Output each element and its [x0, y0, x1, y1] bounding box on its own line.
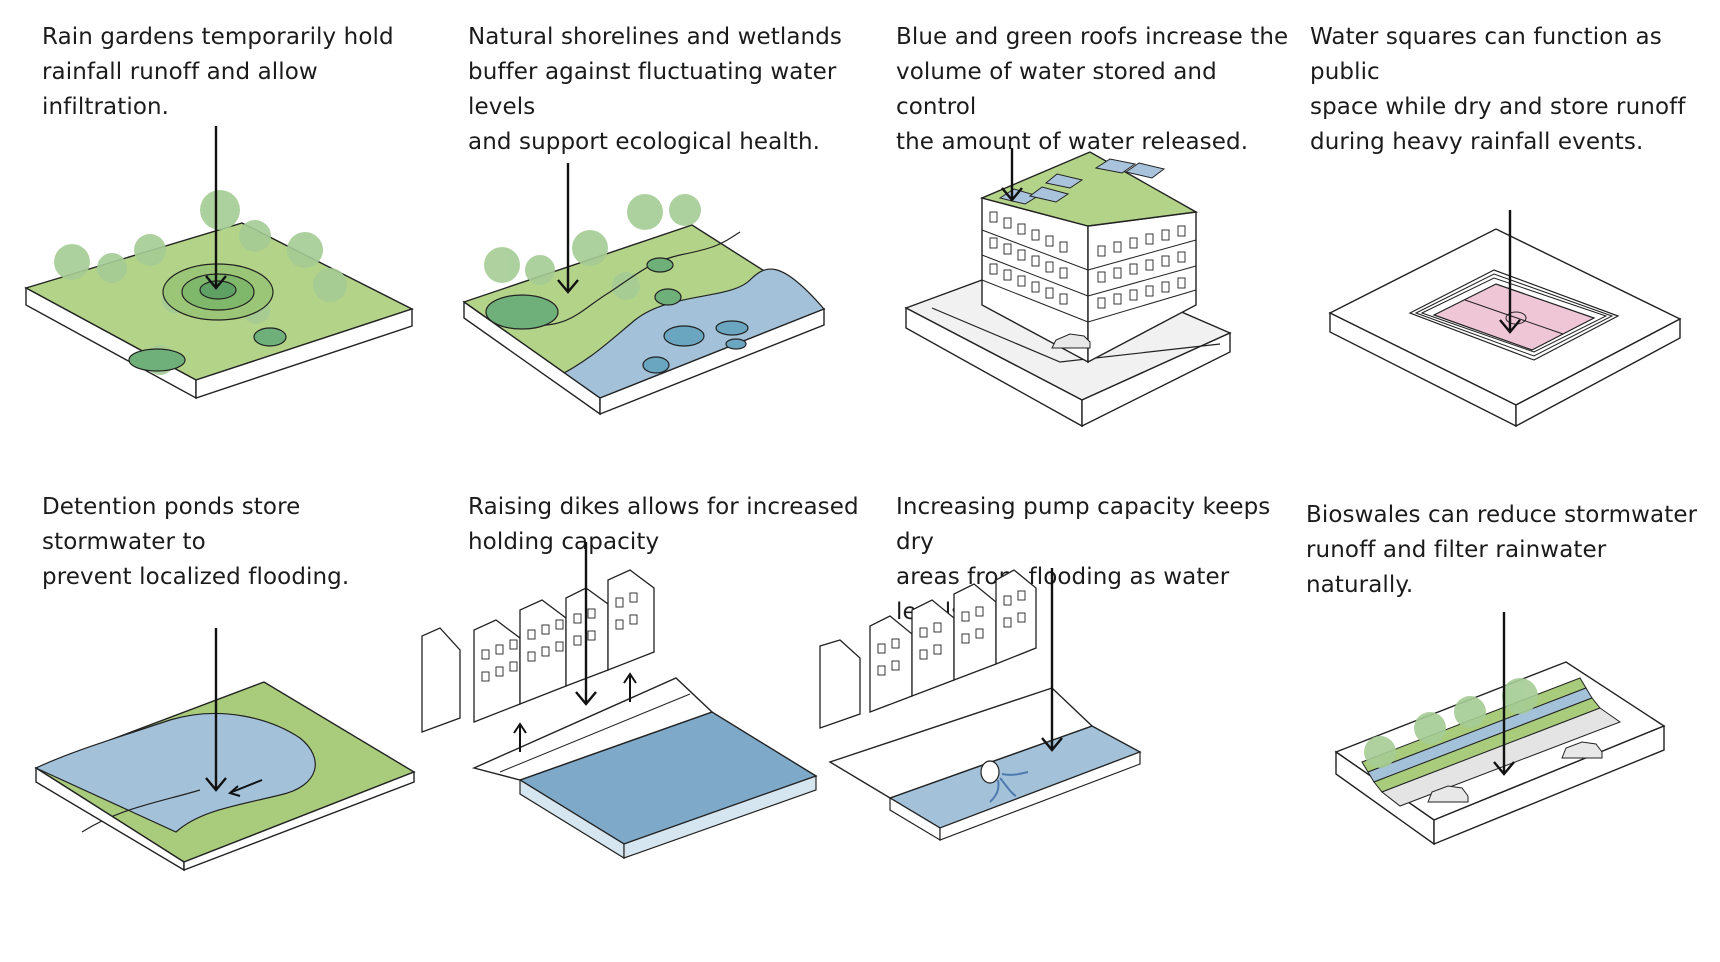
panel-raising-dikes: Raising dikes allows for increased holdi… [421, 490, 860, 962]
caption-blue-green-roofs: Blue and green roofs increase the volume… [896, 24, 1289, 155]
panel-blue-green-roofs: Blue and green roofs increase the volume… [860, 0, 1290, 440]
caption-bioswales: Bioswales can reduce stormwater runoff a… [1306, 502, 1698, 598]
dike-illustration [421, 542, 818, 860]
caption-pump-capacity: Increasing pump capacity keeps dry areas… [896, 494, 1271, 660]
panel-detention-ponds: Detention ponds store stormwater to prev… [0, 490, 430, 962]
rain-garden-illustration [24, 126, 414, 400]
tree-icon [1364, 678, 1538, 768]
caption-natural-shorelines: Natural shorelines and wetlands buffer a… [468, 24, 842, 155]
water-square-illustration [1328, 210, 1682, 428]
caption-water-squares: Water squares can function as public spa… [1310, 24, 1686, 155]
pump-illustration [819, 568, 1142, 842]
tree-icon [484, 194, 701, 300]
shoreline-illustration [462, 163, 826, 416]
panel-natural-shorelines: Natural shorelines and wetlands buffer a… [430, 0, 860, 440]
pipe-icon [980, 760, 1000, 784]
panel-pump-capacity: Increasing pump capacity keeps dry areas… [819, 490, 1290, 962]
bioswale-illustration [1334, 612, 1666, 846]
roof-building-illustration [904, 148, 1232, 428]
panel-rain-gardens: Rain gardens temporarily hold rainfall r… [0, 0, 430, 440]
car-icon [1427, 741, 1603, 803]
caption-raising-dikes: Raising dikes allows for increased holdi… [468, 494, 859, 555]
caption-rain-gardens: Rain gardens temporarily hold rainfall r… [42, 24, 394, 120]
detention-pond-illustration [34, 628, 416, 872]
panel-bioswales: Bioswales can reduce stormwater runoff a… [1290, 490, 1720, 962]
panel-water-squares: Water squares can function as public spa… [1290, 0, 1720, 440]
caption-detention-ponds: Detention ponds store stormwater to prev… [42, 494, 350, 590]
car-icon [1051, 333, 1091, 349]
